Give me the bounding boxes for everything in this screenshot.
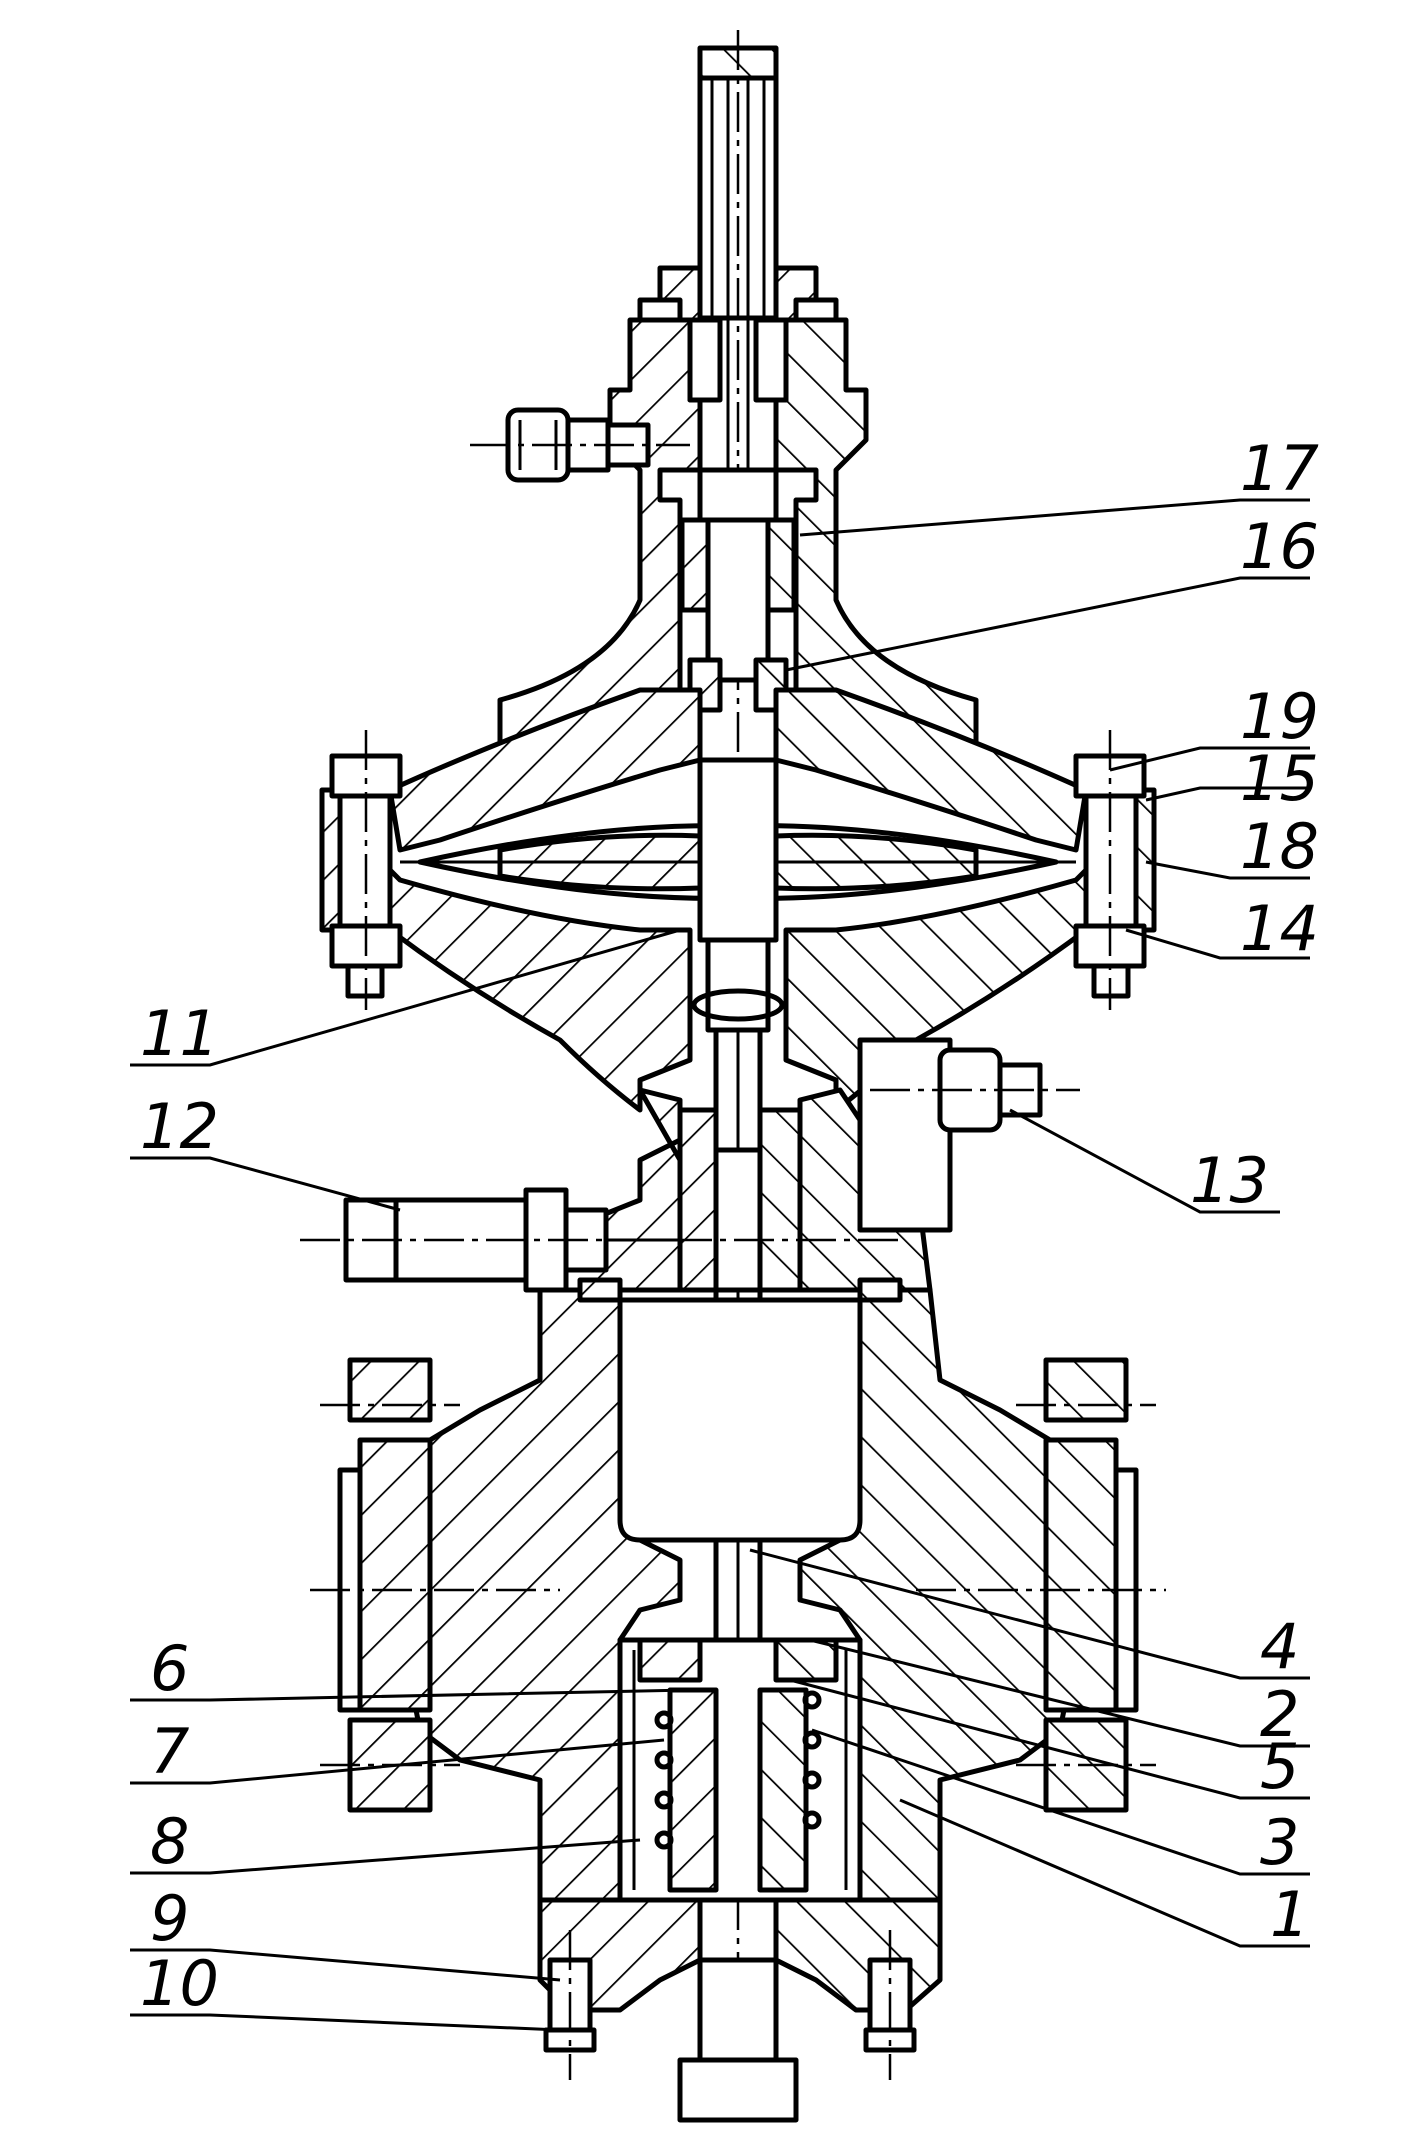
vent-plug-upper: [470, 407, 690, 483]
callout-16: 16: [1240, 510, 1319, 583]
callout-7: 7: [150, 1715, 189, 1788]
bottom-cover: [537, 1897, 943, 2123]
callout-12: 12: [140, 1090, 219, 1163]
callout-5: 5: [1260, 1730, 1299, 1803]
callout-8: 8: [150, 1805, 189, 1878]
flange-bolt-right: [1073, 730, 1147, 1010]
diaphragm-housing: [319, 687, 1157, 1113]
callout-14: 14: [1240, 892, 1319, 965]
callout-4: 4: [1260, 1610, 1299, 1683]
seat-assembly: [617, 1637, 863, 1903]
callout-10: 10: [140, 1947, 219, 2020]
callout-17: 17: [1240, 432, 1319, 505]
callout-1: 1: [1270, 1878, 1309, 1951]
flange-bolt-left: [329, 730, 403, 1010]
callout-9: 9: [150, 1882, 189, 1955]
leader-lines: [130, 498, 1310, 2032]
callout-13: 13: [1190, 1144, 1269, 1217]
callout-6: 6: [150, 1632, 189, 1705]
callout-3: 3: [1260, 1806, 1299, 1879]
callout-11: 11: [140, 997, 219, 1070]
plug-12: [300, 1187, 900, 1293]
callout-2: 2: [1260, 1678, 1299, 1751]
plug-13: [870, 1047, 1080, 1133]
callout-18: 18: [1240, 810, 1319, 883]
callout-labels: 17 16 19 15 18 14 11 12 13 4 6 2 5 7 3 8…: [140, 432, 1319, 2020]
callout-15: 15: [1240, 742, 1319, 815]
valve-body: [407, 1277, 1073, 1903]
callout-19: 19: [1240, 680, 1319, 753]
